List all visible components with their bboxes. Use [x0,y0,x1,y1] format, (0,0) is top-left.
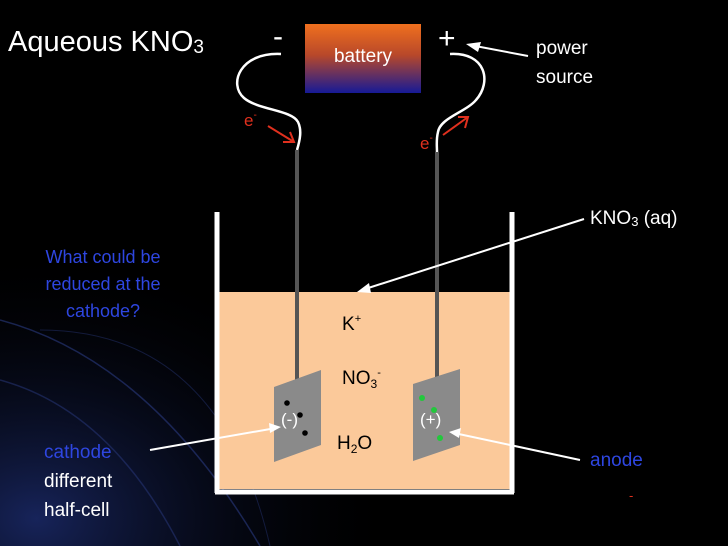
molecule-water: H2O [337,433,372,456]
wire-left [235,52,302,151]
cathode-line3: half-cell [44,500,110,521]
ion-symbol: NO [342,368,371,389]
battery-body [305,24,421,93]
electron-label-left: e- [244,110,257,131]
anode-sign: (+) [420,410,442,429]
cathode-dot [284,400,290,406]
ion-nitrate: NO3- [342,367,381,391]
battery-plus: + [438,22,456,55]
electron-arrow-left [267,125,295,143]
anode-dot [419,395,425,401]
solution-subscript: 3 [631,214,639,229]
solution-formula: KNO [590,208,632,229]
title-subscript: 3 [193,37,204,58]
power-source-line2: source [536,67,594,88]
background-arc [0,319,261,546]
electron-symbol: e [420,134,430,153]
ion-charge: + [354,313,362,325]
slide-title: Aqueous KNO3 [8,26,204,59]
battery-minus: - [273,20,283,53]
cathode-pointer [149,427,277,451]
anode-label: anode [590,450,643,471]
water-hydrogen: H [337,433,351,454]
battery-label: battery [333,46,393,67]
anode-pointer-head [449,428,461,438]
cathode-dot [302,430,308,436]
cathode-sign: (-) [281,410,298,429]
anode-dot [431,407,437,413]
power-pointer-head [466,42,481,52]
cathode-label: cathode different half-cell [44,438,112,525]
solution [219,292,510,489]
anode-plate [413,369,460,461]
ion-symbol: K [342,314,355,335]
background-arc [0,379,181,546]
anode-pointer [453,432,581,461]
electron-symbol: e [244,111,254,130]
ion-charge: - [377,367,381,379]
ion-potassium: K+ [342,313,361,336]
cathode-dot [297,412,303,418]
electron-charge: - [429,133,433,144]
electron-arrowhead-right [458,116,470,129]
power-source-label: power source [536,34,593,92]
water-oxygen: O [357,433,373,454]
electron-charge: - [253,110,257,121]
electron-arrowhead-left [283,131,296,143]
solution-pointer-head [357,283,371,293]
solution-pointer [361,218,585,291]
power-source-line1: power [536,38,588,59]
electron-arrow-right [442,116,469,136]
wire-right [435,52,486,153]
title-text: Aqueous KNO [8,26,194,58]
cathode-word: cathode [44,442,112,463]
cathode-line2: different [44,471,113,492]
stray-dash: - [629,488,634,503]
anode-dot [437,435,443,441]
question-text: What could be reduced at the cathode? [45,247,161,321]
solution-state: (aq) [638,208,678,229]
power-pointer [469,44,529,57]
ion-subscript: 3 [370,377,378,391]
solution-label: KNO3 (aq) [590,208,678,230]
electron-label-right: e- [420,133,433,154]
cathode-pointer-head [269,423,281,433]
water-subscript: 2 [350,442,358,456]
